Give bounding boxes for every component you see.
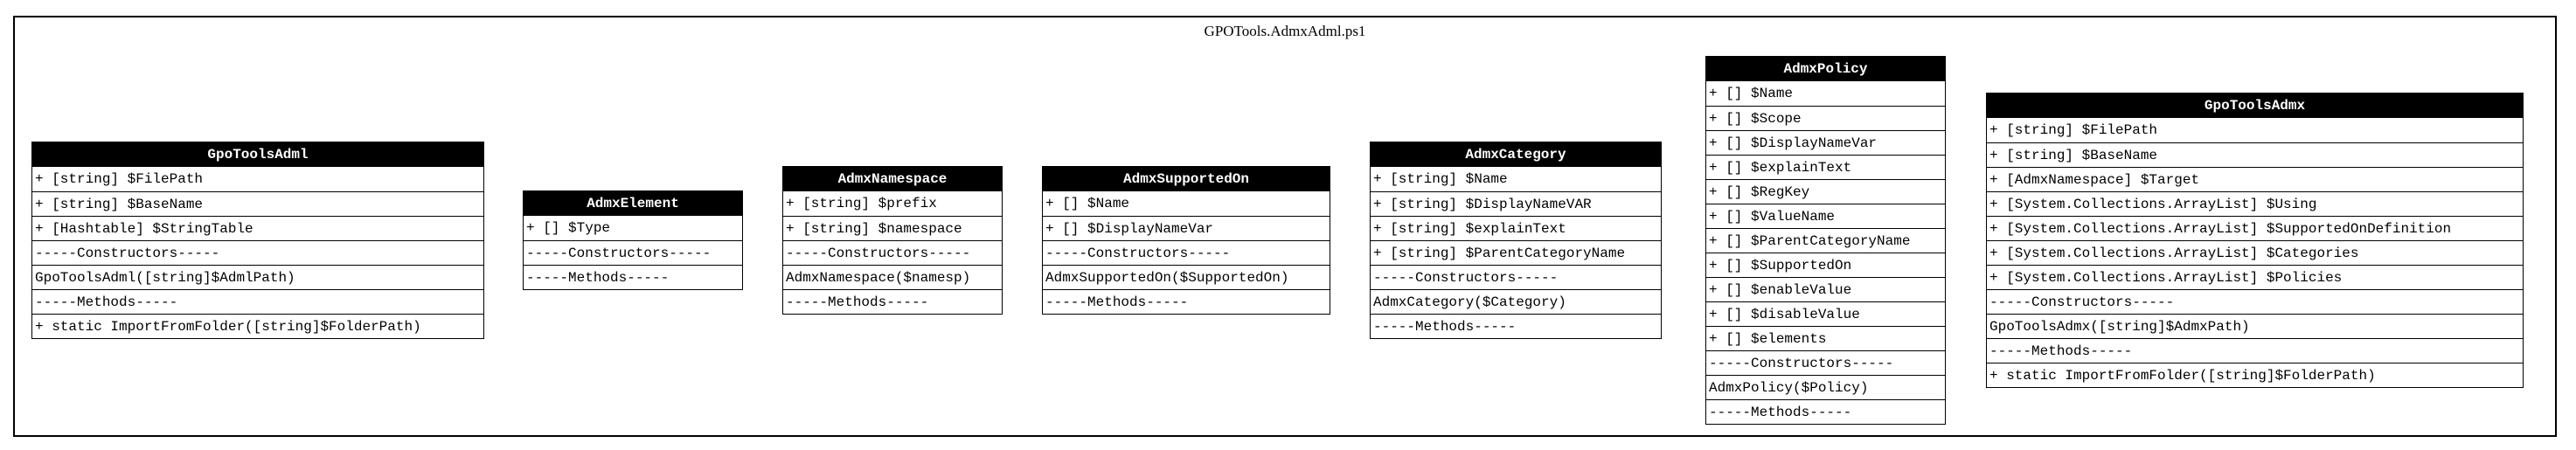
property-row: + [] $Name [1709,86,1794,101]
constructor-row: GpoToolsAdml([string]$AdmlPath) [32,265,483,289]
class-gpotoolsadmx: GpoToolsAdmx + [string] $FilePath + [strin… [1986,93,2524,388]
property-row: + [string] $explainText [1371,216,1661,240]
property-row: + [string] $DisplayNameVAR [1371,191,1661,216]
property-row: + [string] $prefix [786,196,937,211]
methods-separator: -----Methods----- [524,265,742,289]
property-row: + [System.Collections.ArrayList] $Using [1987,191,2523,216]
method-row: + static ImportFromFolder([string]$Folde… [32,314,483,338]
constructors-separator: -----Constructors----- [783,240,1002,265]
property-row: + [string] $BaseName [1987,142,2523,167]
property-row: + [System.Collections.ArrayList] $Catego… [1987,240,2523,265]
property-row: + [System.Collections.ArrayList] $Suppor… [1987,216,2523,240]
constructor-row: AdmxPolicy($Policy) [1706,375,1945,399]
methods-separator: -----Methods----- [1043,289,1330,314]
class-name: AdmxCategory [1371,142,1661,167]
methods-separator: -----Methods----- [1706,399,1945,424]
property-row: + [] $ParentCategoryName [1706,228,1945,253]
class-name: AdmxSupportedOn [1043,167,1330,191]
property-row: + [] $disableValue [1706,301,1945,326]
property-row: + [string] $ParentCategoryName [1371,240,1661,265]
class-name: GpoToolsAdml [32,142,483,167]
class-name: AdmxNamespace [783,167,1002,191]
property-row: + [] $Type [526,220,611,236]
class-admxnamespace: AdmxNamespace + [string] $prefix + [string… [782,166,1003,315]
methods-separator: -----Methods----- [1371,314,1661,338]
constructors-separator: -----Constructors----- [1987,289,2523,314]
constructors-separator: -----Constructors----- [524,240,742,265]
methods-separator: -----Methods----- [1987,338,2523,363]
methods-separator: -----Methods----- [783,289,1002,314]
property-row: + [] $enableValue [1706,277,1945,301]
constructor-row: AdmxNamespace($namesp) [783,265,1002,289]
property-row: + [] $Scope [1706,106,1945,130]
property-row: + [] $explainText [1706,155,1945,179]
class-admxelement: AdmxElement + [] $Type -----Constructors--… [523,190,743,290]
constructors-separator: -----Constructors----- [1371,265,1661,289]
property-row: + [string] $Name [1373,171,1508,187]
methods-separator: -----Methods----- [32,289,483,314]
class-admxcategory: AdmxCategory + [string] $Name + [string] $… [1370,142,1662,339]
class-name: AdmxPolicy [1706,57,1945,81]
property-row: + [] $elements [1706,326,1945,350]
constructor-row: AdmxCategory($Category) [1371,289,1661,314]
property-row: + [System.Collections.ArrayList] $Polici… [1987,265,2523,289]
class-name: GpoToolsAdmx [1987,93,2523,118]
property-row: + [string] $FilePath [1989,122,2158,138]
property-row: + [] $ValueName [1706,204,1945,228]
constructors-separator: -----Constructors----- [32,240,483,265]
constructor-row: AdmxSupportedOn($SupportedOn) [1043,265,1330,289]
constructors-separator: -----Constructors----- [1043,240,1330,265]
class-gpotoolsadml: GpoToolsAdml + [string] $FilePath + [strin… [31,142,484,339]
diagram-title: GPOTools.AdmxAdml.ps1 [1204,23,1366,39]
property-row: + [Hashtable] $StringTable [32,216,483,240]
property-row: + [] $DisplayNameVar [1043,216,1330,240]
property-row: + [string] $BaseName [32,191,483,216]
property-row: + [] $Name [1045,196,1130,211]
constructor-row: GpoToolsAdmx([string]$AdmxPath) [1987,314,2523,338]
class-admxpolicy: AdmxPolicy + [] $Name + [] $Scope+ [] $Dis… [1705,56,1946,425]
class-name: AdmxElement [524,191,742,216]
property-row: + [] $DisplayNameVar [1706,130,1945,155]
class-admxsupportedon: AdmxSupportedOn + [] $Name + [] $DisplayNa… [1042,166,1330,315]
constructors-separator: -----Constructors----- [1706,350,1945,375]
property-row: + [string] $FilePath [35,171,204,187]
method-row: + static ImportFromFolder([string]$Folde… [1987,363,2523,387]
diagram-frame: GPOTools.AdmxAdml.ps1 [13,16,2557,437]
property-row: + [string] $namespace [783,216,1002,240]
property-row: + [] $SupportedOn [1706,253,1945,277]
property-row: + [AdmxNamespace] $Target [1987,167,2523,191]
property-row: + [] $RegKey [1706,179,1945,204]
